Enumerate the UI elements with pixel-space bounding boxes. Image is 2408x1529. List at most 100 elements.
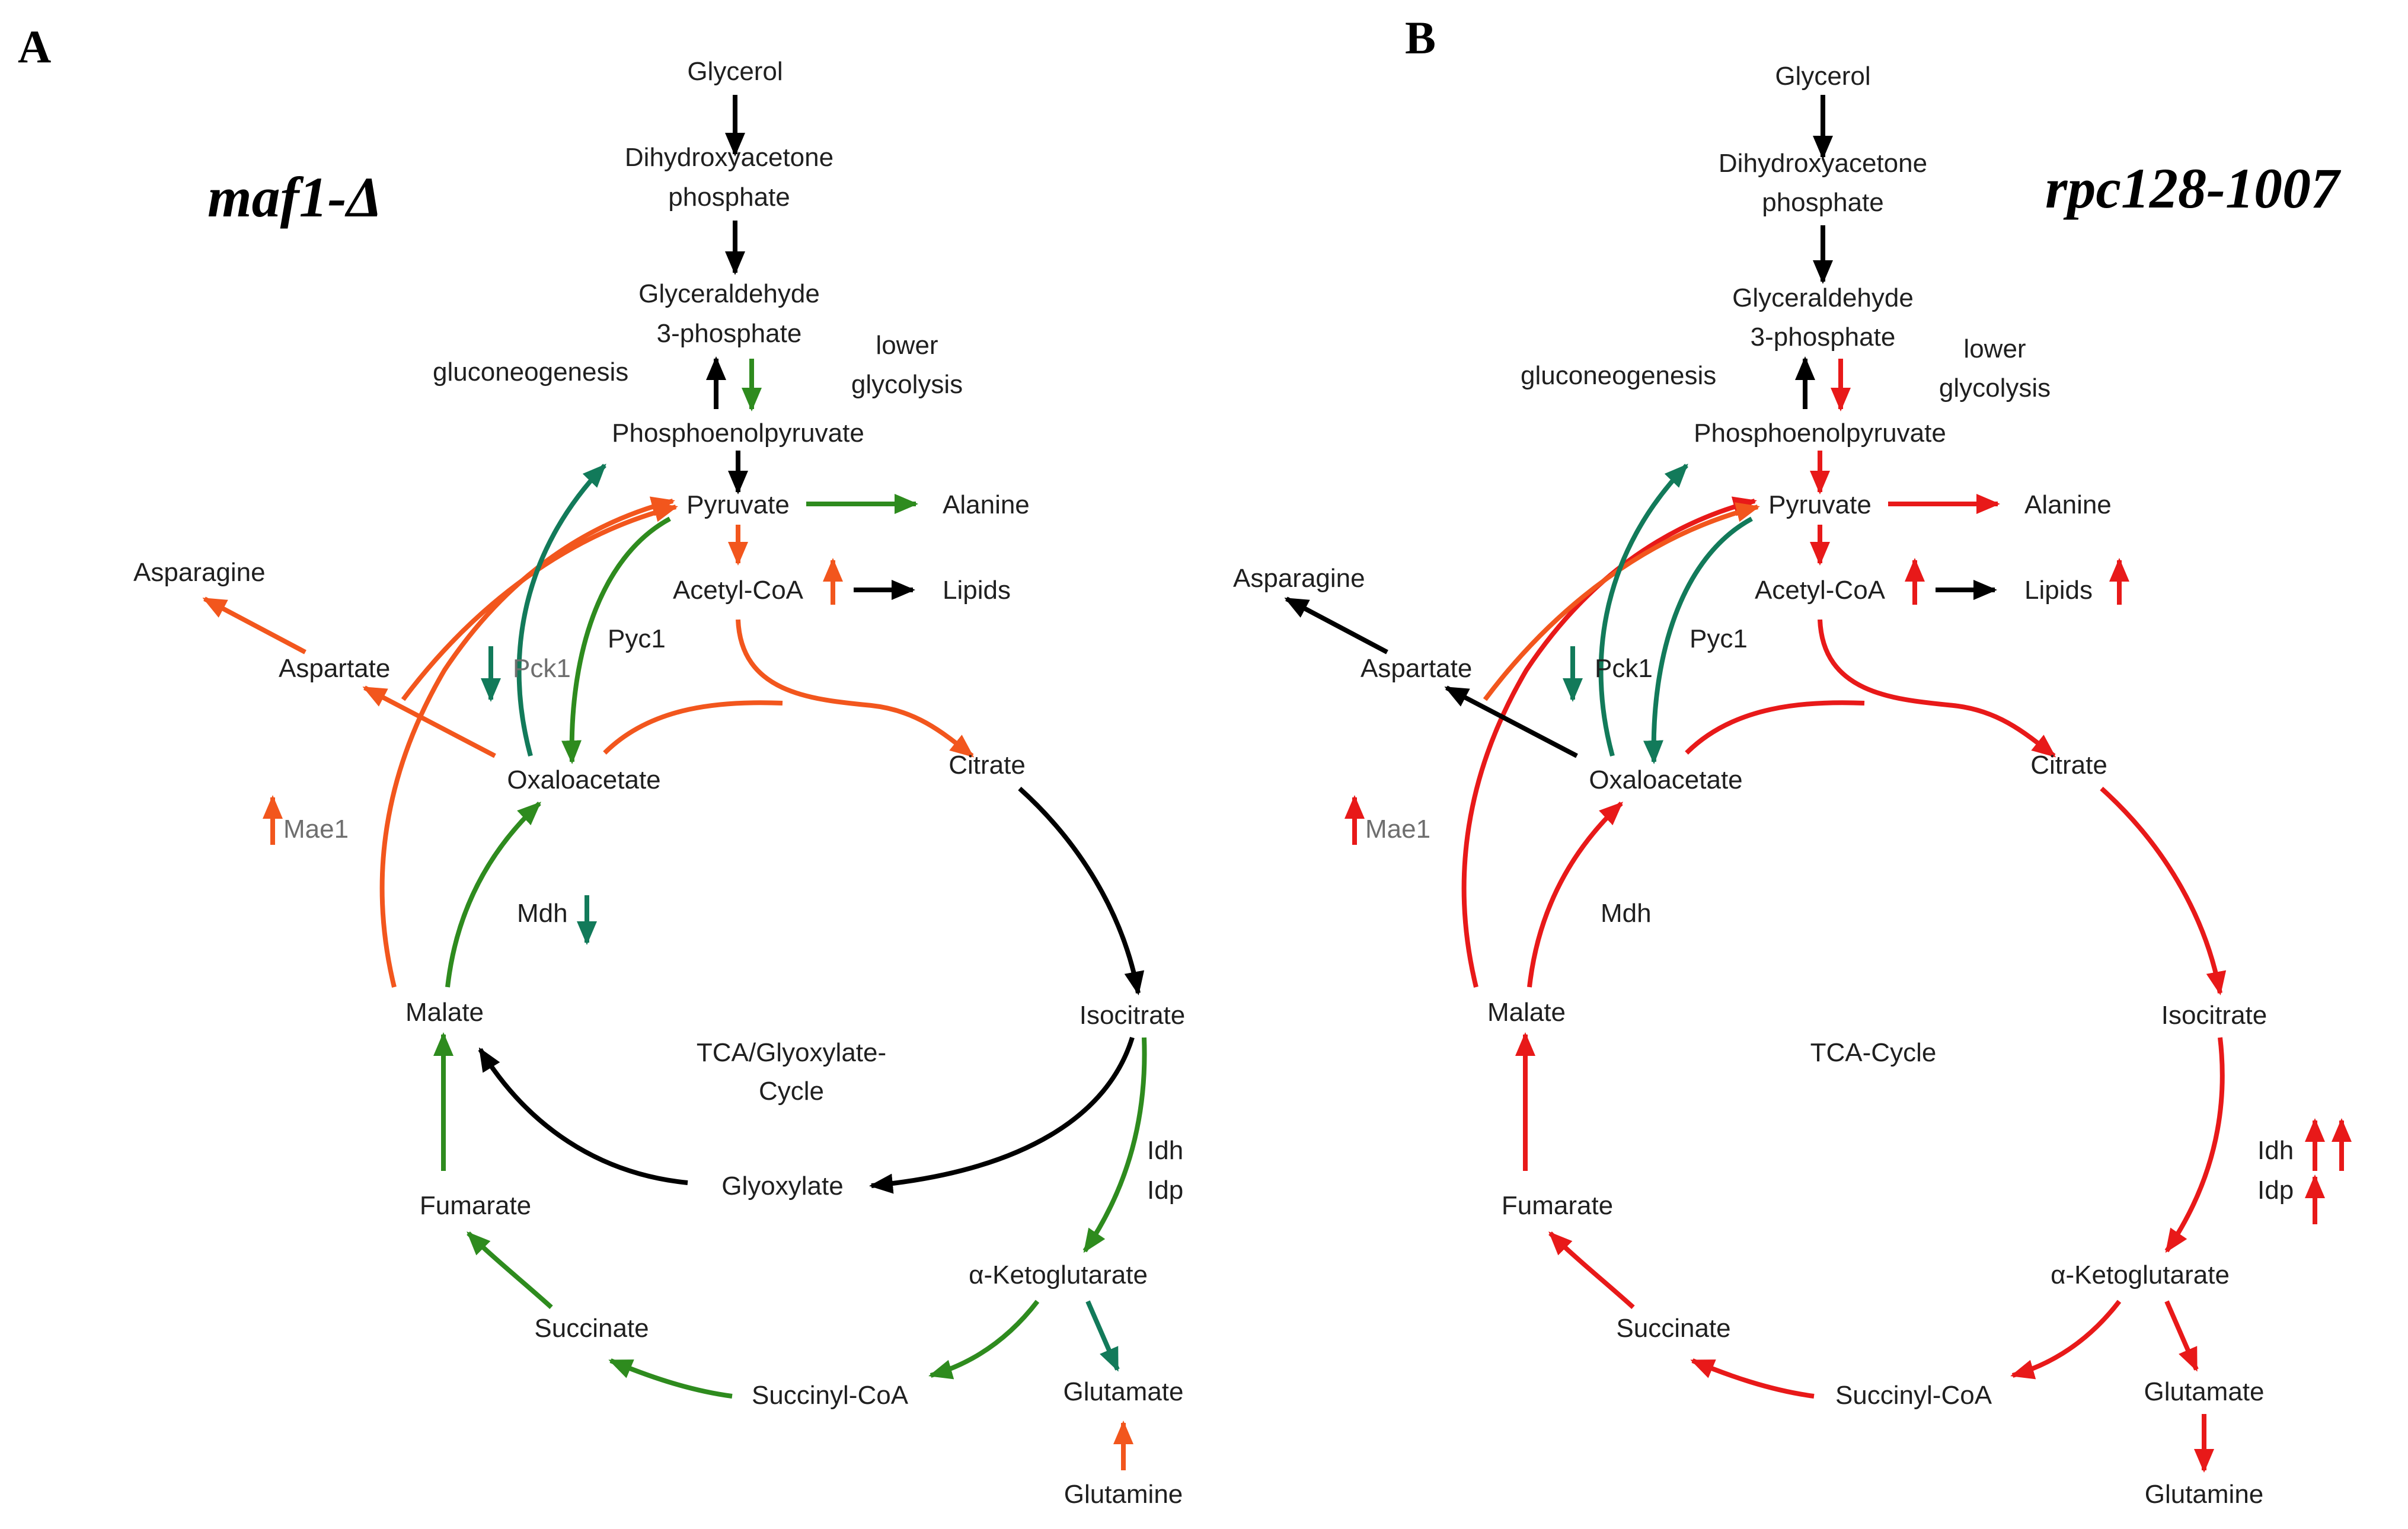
pyruvate-label: Pyruvate xyxy=(686,490,790,519)
arrow-citrate-to-isocitrate xyxy=(1018,787,1145,995)
arrow-oxaloacetate-to-citrate xyxy=(1685,700,1865,755)
cycle-label-line1: TCA/Glyoxylate- xyxy=(697,1038,886,1067)
arrow-citrate-to-isocitrate xyxy=(2100,787,2227,995)
arrow-aspartate-to-asparagine xyxy=(202,596,306,655)
dhap-label-line1: Dihydroxyacetone xyxy=(1719,149,1927,178)
arrow-akg-to-succinylcoa xyxy=(2010,1300,2122,1380)
dhap-label-line1: Dihydroxyacetone xyxy=(625,143,833,172)
citrate-label: Citrate xyxy=(2030,751,2107,780)
acetylcoa-label: Acetyl-CoA xyxy=(673,576,804,605)
lipids-label: Lipids xyxy=(2024,576,2093,605)
oxaloacetate-label: Oxaloacetate xyxy=(1589,765,1742,794)
arrow-succinate-to-fumarate xyxy=(1548,1231,1635,1309)
succinylcoa-label: Succinyl-CoA xyxy=(752,1381,909,1410)
pep-label: Phosphoenolpyruvate xyxy=(612,419,864,448)
arrow-acetylcoa-to-citrate xyxy=(1818,619,2056,758)
arrow-acetylcoa-to-citrate xyxy=(736,619,975,758)
idh-label: Idh xyxy=(2257,1136,2294,1165)
arrow-akg-to-succinylcoa xyxy=(928,1300,1040,1380)
panel-b-labels: Glycerol Dihydroxyacetone phosphate Glyc… xyxy=(1233,62,2294,1509)
isocitrate-label: Isocitrate xyxy=(2161,1001,2268,1030)
panel-b-arrows xyxy=(1284,95,2227,1473)
panel-a-regulation xyxy=(263,558,843,945)
arrow-aspartate-to-pyruvate xyxy=(1483,502,1760,701)
arrow-succinate-to-fumarate xyxy=(467,1231,553,1309)
oxaloacetate-label: Oxaloacetate xyxy=(507,765,660,794)
arrow-isocitrate-to-akg xyxy=(1082,1037,1147,1253)
aspartate-label: Aspartate xyxy=(279,654,390,683)
pyc1-label: Pyc1 xyxy=(1690,624,1748,653)
lower-glycolysis-label-line2: glycolysis xyxy=(851,370,963,399)
gluconeogenesis-label: gluconeogenesis xyxy=(433,357,628,387)
arrow-succinylcoa-to-succinate xyxy=(608,1358,733,1399)
panel-a-strain-label: maf1-Δ xyxy=(207,165,382,229)
arrow-succinylcoa-to-succinate xyxy=(1690,1358,1815,1399)
mdh-label: Mdh xyxy=(1601,899,1652,928)
malate-label: Malate xyxy=(405,998,484,1027)
pyruvate-label: Pyruvate xyxy=(1768,490,1872,519)
glutamate-label: Glutamate xyxy=(1064,1377,1184,1406)
succinylcoa-label: Succinyl-CoA xyxy=(1835,1381,1992,1410)
akg-label: α-Ketoglutarate xyxy=(2051,1260,2230,1289)
alanine-label: Alanine xyxy=(943,490,1030,519)
mae1-label: Mae1 xyxy=(1365,815,1430,844)
glycerol-label: Glycerol xyxy=(687,57,783,86)
g3p-label-line1: Glyceraldehyde xyxy=(638,279,820,308)
idp-label: Idp xyxy=(1147,1176,1183,1205)
panel-a: A maf1-Δ xyxy=(18,21,1185,1509)
arrow-oxaloacetate-to-pep xyxy=(516,464,606,757)
asparagine-label: Asparagine xyxy=(133,558,266,587)
g3p-label-line1: Glyceraldehyde xyxy=(1732,283,1914,312)
arrow-malate-to-pyruvate xyxy=(1461,496,1757,988)
arrow-malate-to-oxaloacetate xyxy=(1527,802,1623,988)
fumarate-label: Fumarate xyxy=(1502,1191,1613,1220)
succinate-label: Succinate xyxy=(1616,1314,1730,1343)
fumarate-label: Fumarate xyxy=(420,1191,531,1220)
glutamine-label: Glutamine xyxy=(2145,1480,2264,1509)
cycle-label: TCA-Cycle xyxy=(1810,1038,1937,1067)
lower-glycolysis-label-line2: glycolysis xyxy=(1939,374,2051,403)
arrow-isocitrate-to-akg xyxy=(2164,1037,2225,1253)
arrow-isocitrate-to-glyoxylate xyxy=(869,1036,1135,1194)
arrow-akg-to-glutamate xyxy=(1085,1300,1120,1372)
aspartate-label: Aspartate xyxy=(1361,654,1472,683)
panel-b-letter: B xyxy=(1405,12,1436,63)
arrow-oxaloacetate-to-aspartate xyxy=(1444,685,1578,758)
lower-glycolysis-label-line1: lower xyxy=(1963,334,2026,363)
mdh-label: Mdh xyxy=(517,899,568,928)
arrow-malate-to-oxaloacetate xyxy=(445,802,541,988)
panel-a-arrows xyxy=(202,95,1147,1470)
arrow-akg-to-glutamate xyxy=(2164,1300,2199,1372)
dhap-label-line2: phosphate xyxy=(668,183,790,212)
panel-b-strain-label: rpc128-1007 xyxy=(2045,157,2342,220)
malate-label: Malate xyxy=(1487,998,1566,1027)
idh-label: Idh xyxy=(1147,1136,1183,1165)
arrow-malate-to-pyruvate xyxy=(379,496,675,988)
idp-label: Idp xyxy=(2257,1176,2294,1205)
arrow-aspartate-to-pyruvate xyxy=(401,502,678,701)
glutamate-label: Glutamate xyxy=(2144,1377,2265,1406)
lipids-label: Lipids xyxy=(943,576,1011,605)
gluconeogenesis-label: gluconeogenesis xyxy=(1521,361,1716,390)
pyc1-label: Pyc1 xyxy=(608,624,666,653)
glutamine-label: Glutamine xyxy=(1064,1480,1183,1509)
glycerol-label: Glycerol xyxy=(1775,62,1870,91)
mae1-label: Mae1 xyxy=(283,815,349,844)
glyoxylate-label: Glyoxylate xyxy=(721,1172,843,1201)
succinate-label: Succinate xyxy=(534,1314,649,1343)
arrow-aspartate-to-asparagine xyxy=(1284,596,1388,655)
isocitrate-label: Isocitrate xyxy=(1080,1001,1186,1030)
arrow-oxaloacetate-to-pep xyxy=(1598,464,1688,757)
citrate-label: Citrate xyxy=(948,751,1026,780)
asparagine-label: Asparagine xyxy=(1233,564,1365,593)
panel-b: B rpc128-1007 xyxy=(1233,12,2352,1509)
dhap-label-line2: phosphate xyxy=(1762,188,1884,217)
akg-label: α-Ketoglutarate xyxy=(969,1260,1148,1289)
pck1-label: Pck1 xyxy=(513,654,571,683)
arrow-pyruvate-to-oxaloacetate xyxy=(561,516,671,764)
panel-b-regulation xyxy=(1344,558,2352,1224)
alanine-label: Alanine xyxy=(2024,490,2112,519)
arrow-oxaloacetate-to-aspartate xyxy=(362,685,496,758)
panel-a-letter: A xyxy=(18,21,51,72)
